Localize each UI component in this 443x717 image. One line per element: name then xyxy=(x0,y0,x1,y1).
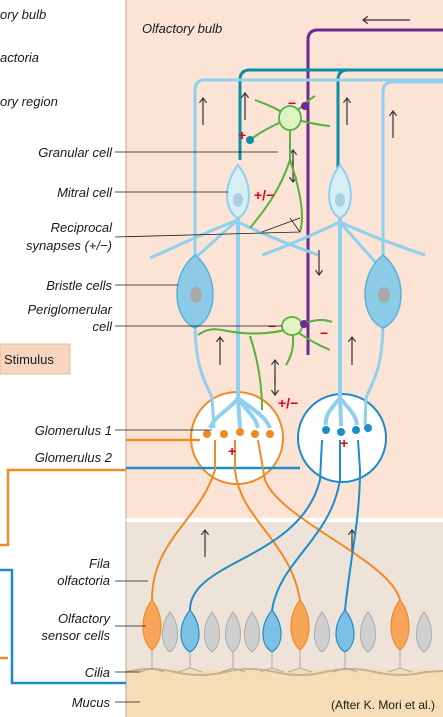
credit-note: (After K. Mori et al.) xyxy=(331,698,435,712)
panel-title: Olfactory bulb xyxy=(142,21,222,36)
label-cilia: Cilia xyxy=(85,665,110,680)
sign-plus-minus-reciprocal: +/− xyxy=(254,187,274,203)
label-periglomerular: Periglomerular xyxy=(27,302,112,317)
granular-cell-mitral-synapse xyxy=(246,136,254,144)
sign-minus-granular: − xyxy=(288,95,296,111)
label-glomerulus-1: Glomerulus 1 xyxy=(35,423,112,438)
bristle-cell-1-nucleus xyxy=(190,287,202,303)
label-olfactory: Olfactory xyxy=(58,611,112,626)
label-granular-cell: Granular cell xyxy=(38,145,113,160)
label-periglomerular-cell: cell xyxy=(92,319,113,334)
periglomerular-cell-synapse xyxy=(300,320,308,328)
sign-plus-minus-glomerulus: +/− xyxy=(278,395,298,411)
mitral-cell-2-nucleus xyxy=(335,193,345,207)
label-fila-olfactoria-cut: actoria xyxy=(0,50,39,65)
sign-plus-glomerulus-1: + xyxy=(228,443,236,459)
label-reciprocal-synapses: synapses (+/−) xyxy=(26,238,112,253)
sign-plus-granular: + xyxy=(238,127,246,143)
label-olfactory-bulb-cut: ory bulb xyxy=(0,7,46,22)
label-olfactory-region-cut: ory region xyxy=(0,94,58,109)
sign-plus-glomerulus-2: + xyxy=(340,435,348,451)
label-olfactoria: olfactoria xyxy=(57,573,110,588)
label-stimulus: Stimulus xyxy=(4,352,54,367)
granular-cell-synapse xyxy=(301,102,309,110)
bristle-cell-2-nucleus xyxy=(378,287,390,303)
orange-axon-left xyxy=(0,470,126,545)
label-reciprocal: Reciprocal xyxy=(51,220,114,235)
label-bristle-cells: Bristle cells xyxy=(46,278,112,293)
mitral-cell-1-nucleus xyxy=(233,193,243,207)
olfactory-bulb-region xyxy=(126,0,443,520)
label-fila: Fila xyxy=(89,556,110,571)
periglomerular-cell xyxy=(282,317,302,335)
label-mitral-cell: Mitral cell xyxy=(57,185,113,200)
label-mucus: Mucus xyxy=(72,695,111,710)
sign-minus-periglomerular-2: − xyxy=(320,325,328,341)
label-glomerulus-2: Glomerulus 2 xyxy=(35,450,113,465)
label-sensor-cells: sensor cells xyxy=(41,628,110,643)
